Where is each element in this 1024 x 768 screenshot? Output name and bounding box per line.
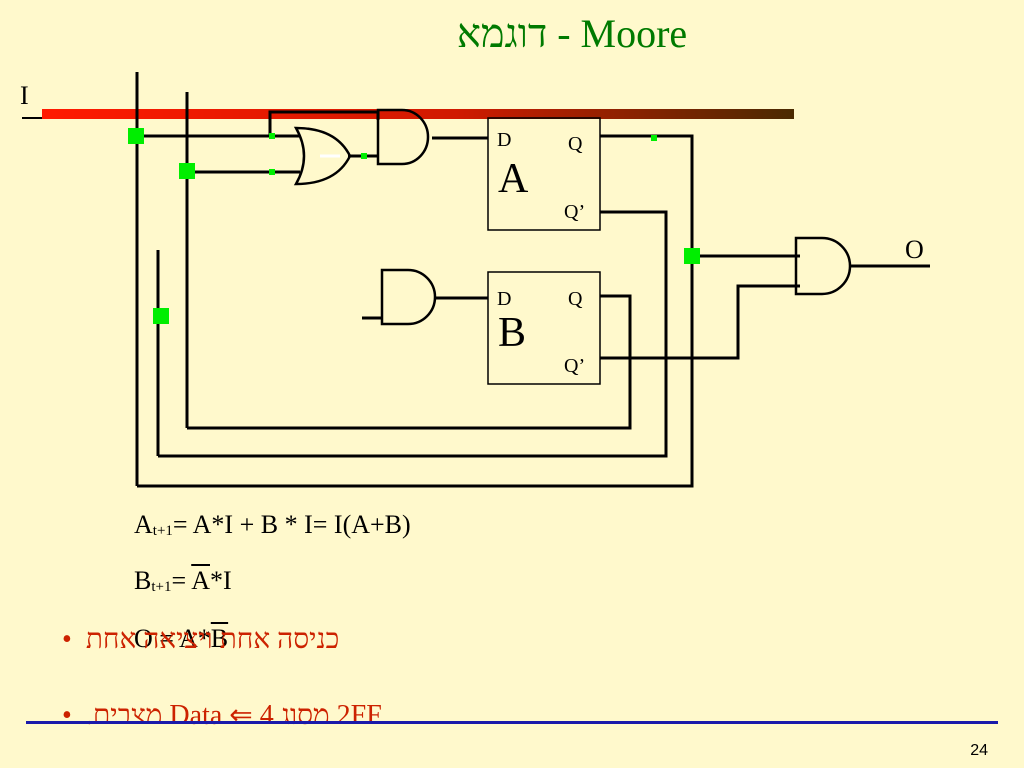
flipflop-a-q-label: Q [568,133,583,155]
slide-title: דוגמא - Moore [456,11,688,56]
flipflop-a-name: A [498,156,529,202]
circuit-diagram: I [20,72,930,488]
equation-o-bar: B [210,624,229,653]
and-gate-output [794,236,852,296]
equation-b-sub: t+1 [151,579,172,595]
bullet-dot: • [62,624,72,655]
equation-b-bar: A [191,566,210,595]
junction-dot [684,248,700,264]
flipflop-a-d-label: D [497,129,511,151]
equation-b-eq: = [171,566,192,595]
equation-o: O = A*B [134,624,228,654]
bullet-dot: • [62,700,72,731]
equation-b: Bt+1= A*I [134,566,232,596]
footer-rule [26,721,998,724]
flipflop-a-qn-label: Q’ [564,201,585,223]
flipflop-b-q-label: Q [568,288,583,310]
or-gate [293,126,352,186]
junction-dot [153,308,169,324]
junctions [128,128,700,324]
bullet-item: • כניסה אחת ויציאה אחת [62,624,339,656]
flipflop-b-d-label: D [497,288,511,310]
and-gate-a [376,108,430,166]
bullet-text: כניסה אחת ויציאה אחת [85,624,340,655]
flipflop-b-name: B [498,310,526,356]
output-label: O [905,235,924,264]
bullet-item: • 2FF מסוג Data ⇐ 4 מצבים. [62,698,382,732]
page-number: 24 [970,742,988,759]
junction-dot [179,163,195,179]
equation-b-rhs: *I [210,566,232,595]
equation-o-lhs: O = A* [134,624,211,653]
bullet-text: 2FF מסוג Data ⇐ 4 מצבים. [85,700,382,731]
input-label: I [20,81,29,110]
junction-dot [651,135,657,141]
equation-a-lhs: A [134,510,153,539]
wires [135,72,930,488]
junction-dot [269,169,275,175]
junction-dot [361,153,367,159]
equation-a-rhs: = A*I + B * I= I(A+B) [172,510,411,539]
junction-dot [128,128,144,144]
junction-dot [269,133,275,139]
and-gate-b [380,268,437,326]
equation-b-lhs: B [134,566,152,595]
equation-a: At+1= A*I + B * I= I(A+B) [134,510,411,540]
equation-a-sub: t+1 [152,523,173,539]
flipflop-b-qn-label: Q’ [564,355,585,377]
flipflop-b: D Q B Q’ [487,271,601,385]
flipflop-a: D Q A Q’ [487,117,601,231]
input-bus [22,109,794,119]
